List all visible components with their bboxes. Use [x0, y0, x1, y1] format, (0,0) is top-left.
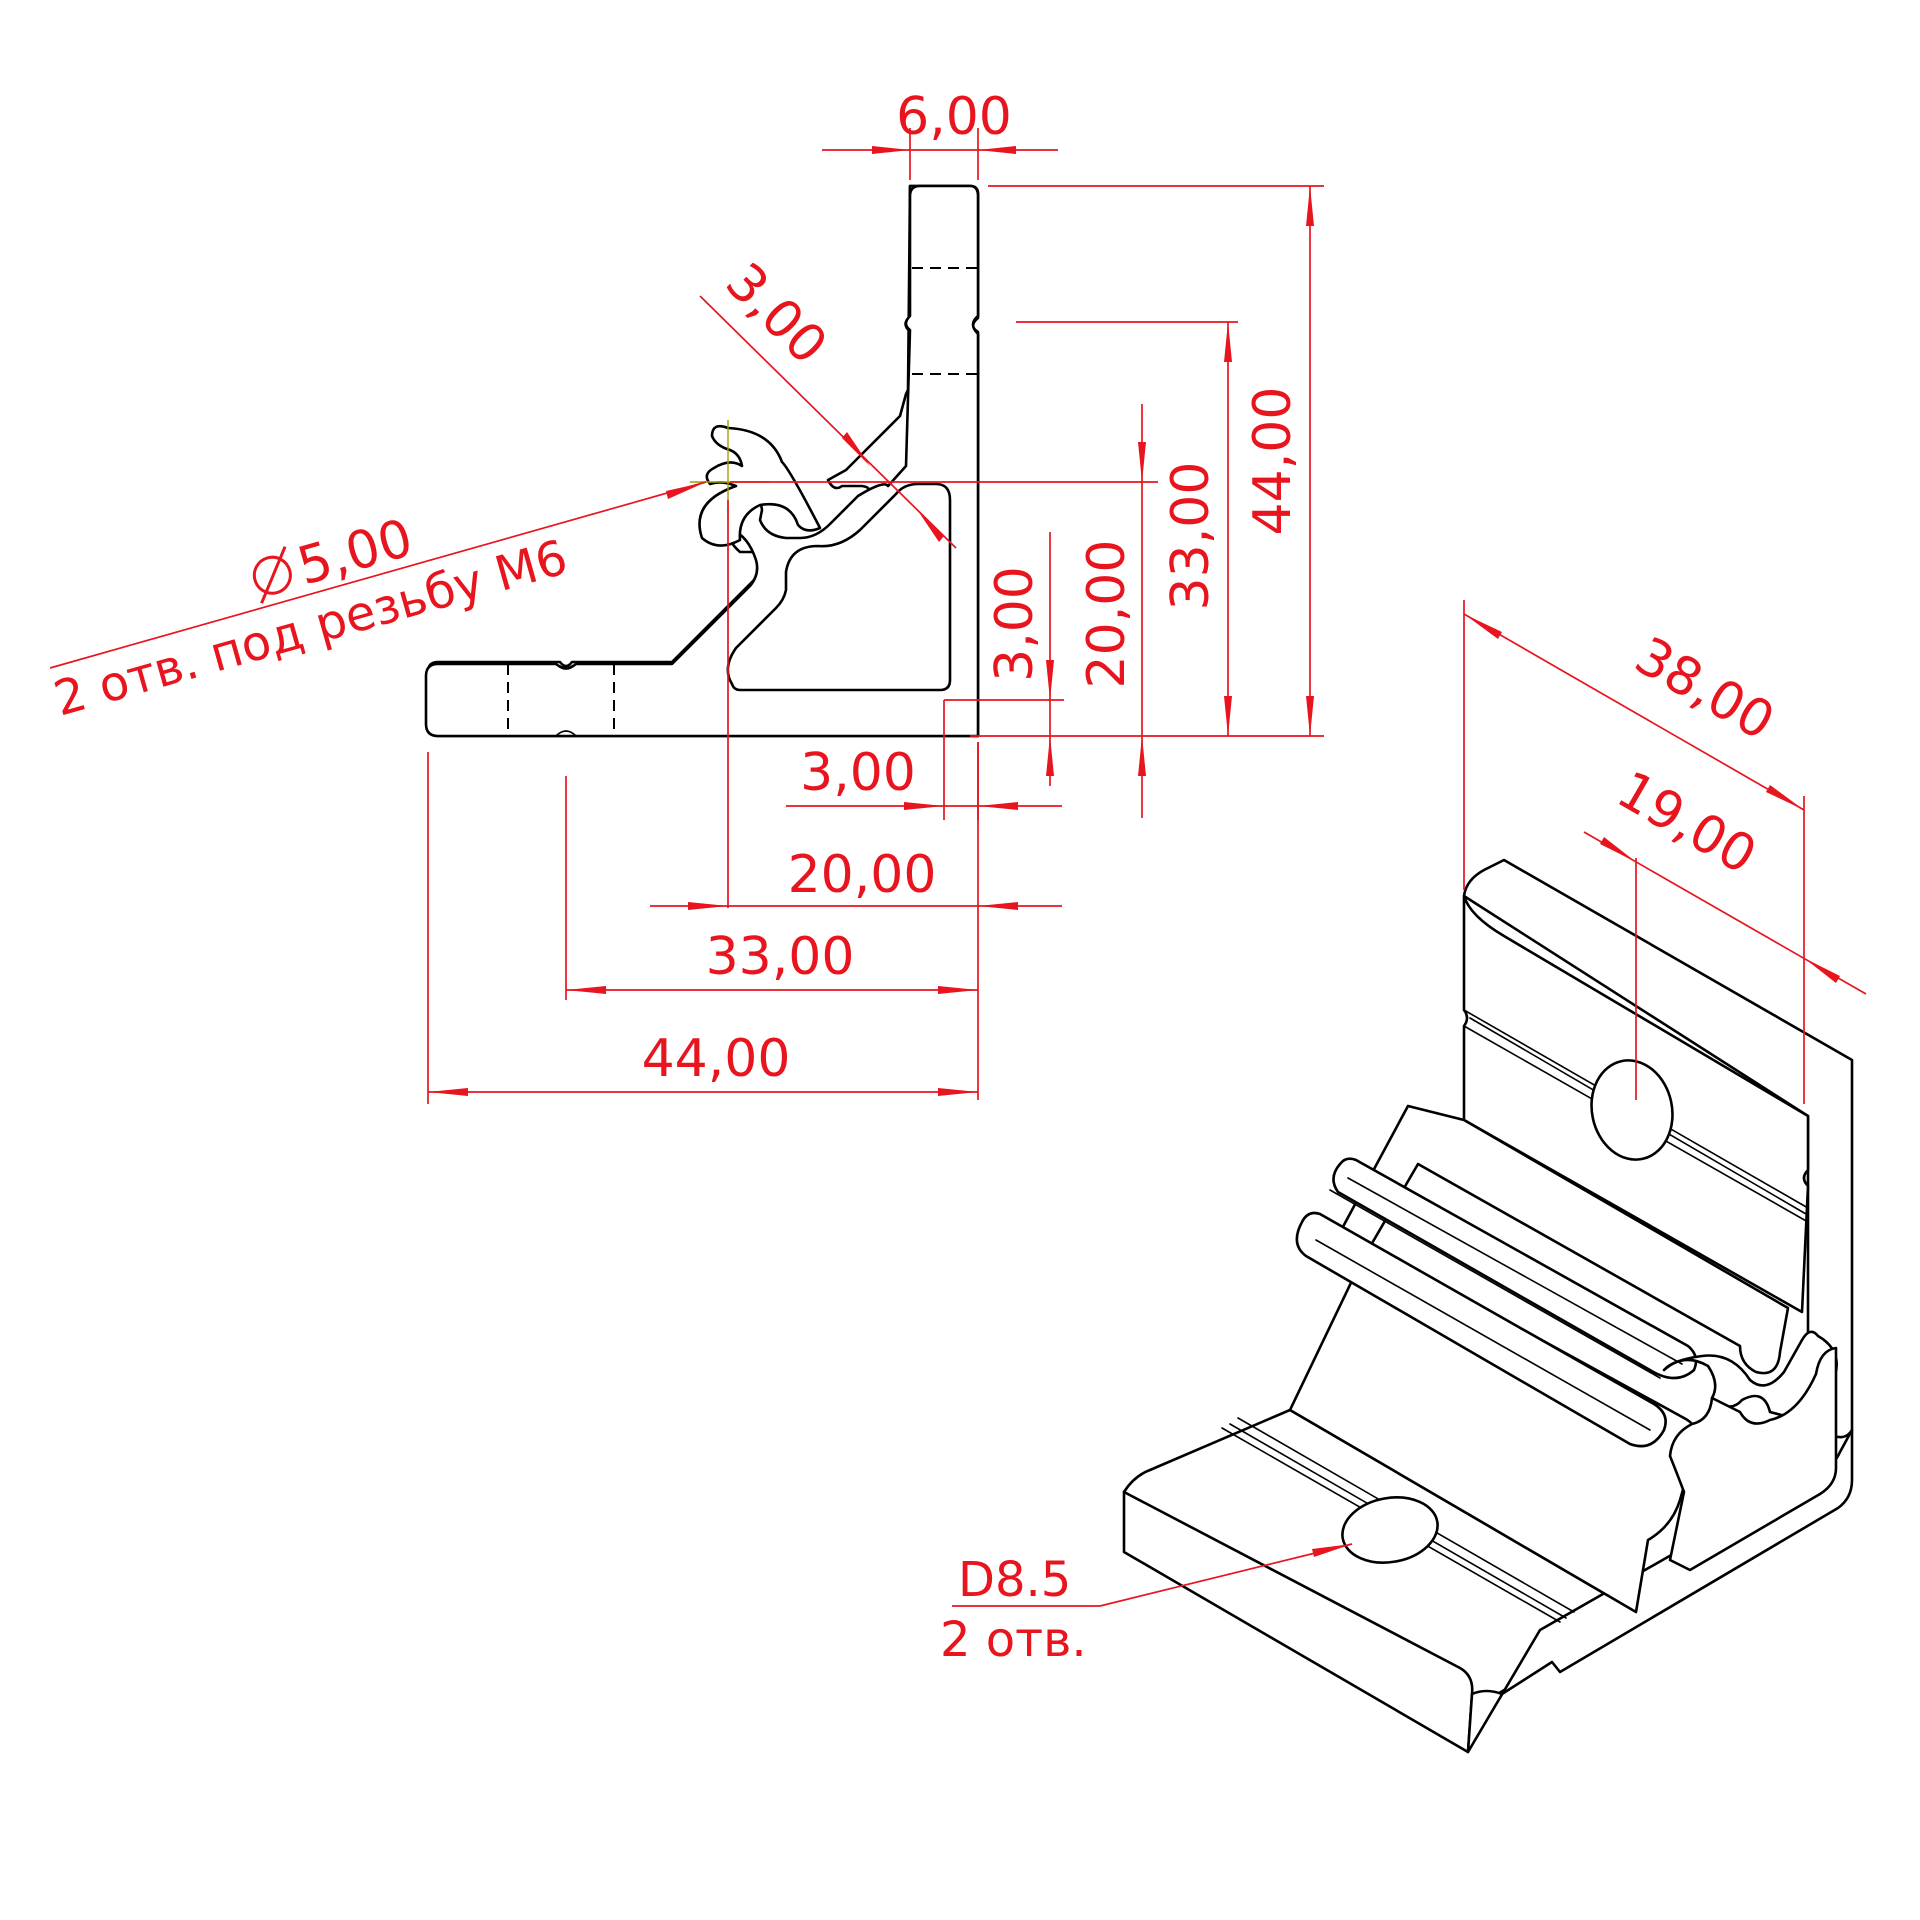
diameter-icon [252, 546, 292, 604]
dim-height-33: 33,00 [1161, 462, 1221, 611]
dim-iso-length: 38,00 [1625, 626, 1784, 752]
dim-width-33: 33,00 [706, 927, 855, 987]
iso-hook-rail-bottom [1295, 1211, 1667, 1448]
dim-height-20: 20,00 [1077, 540, 1137, 689]
iso-hook-rail-top [1332, 1157, 1698, 1380]
dim-width-3: 3,00 [800, 743, 916, 803]
dim-width-44: 44,00 [642, 1029, 791, 1089]
flange-groove-horizontal [555, 663, 577, 737]
dim-height-3: 3,00 [985, 566, 1045, 682]
through-hole-diameter: D8.5 [958, 1552, 1071, 1608]
through-hole-count: 2 отв. [940, 1612, 1087, 1668]
iso-end-inner-web [1668, 1346, 1838, 1572]
dim-height-total: 44,00 [1243, 387, 1303, 536]
profile-thread-slot [698, 424, 822, 547]
flange-groove-vertical [904, 315, 979, 333]
isometric-view [1122, 858, 1854, 1754]
dim-iso-center: 19,00 [1607, 760, 1766, 886]
dim-width-20: 20,00 [788, 845, 937, 905]
profile-section-view [424, 184, 980, 738]
iso-hole-upper [1590, 1059, 1674, 1161]
dim-chamfer: 3,00 [714, 252, 838, 376]
section-dimensions: 6,00 44,00 33,00 20,00 3,00 3,00 [48, 87, 1324, 1104]
dim-flange-thickness: 6,00 [896, 87, 1012, 147]
iso-hook-rail-lines [1315, 1177, 1683, 1431]
iso-hole-lower [1341, 1496, 1439, 1564]
